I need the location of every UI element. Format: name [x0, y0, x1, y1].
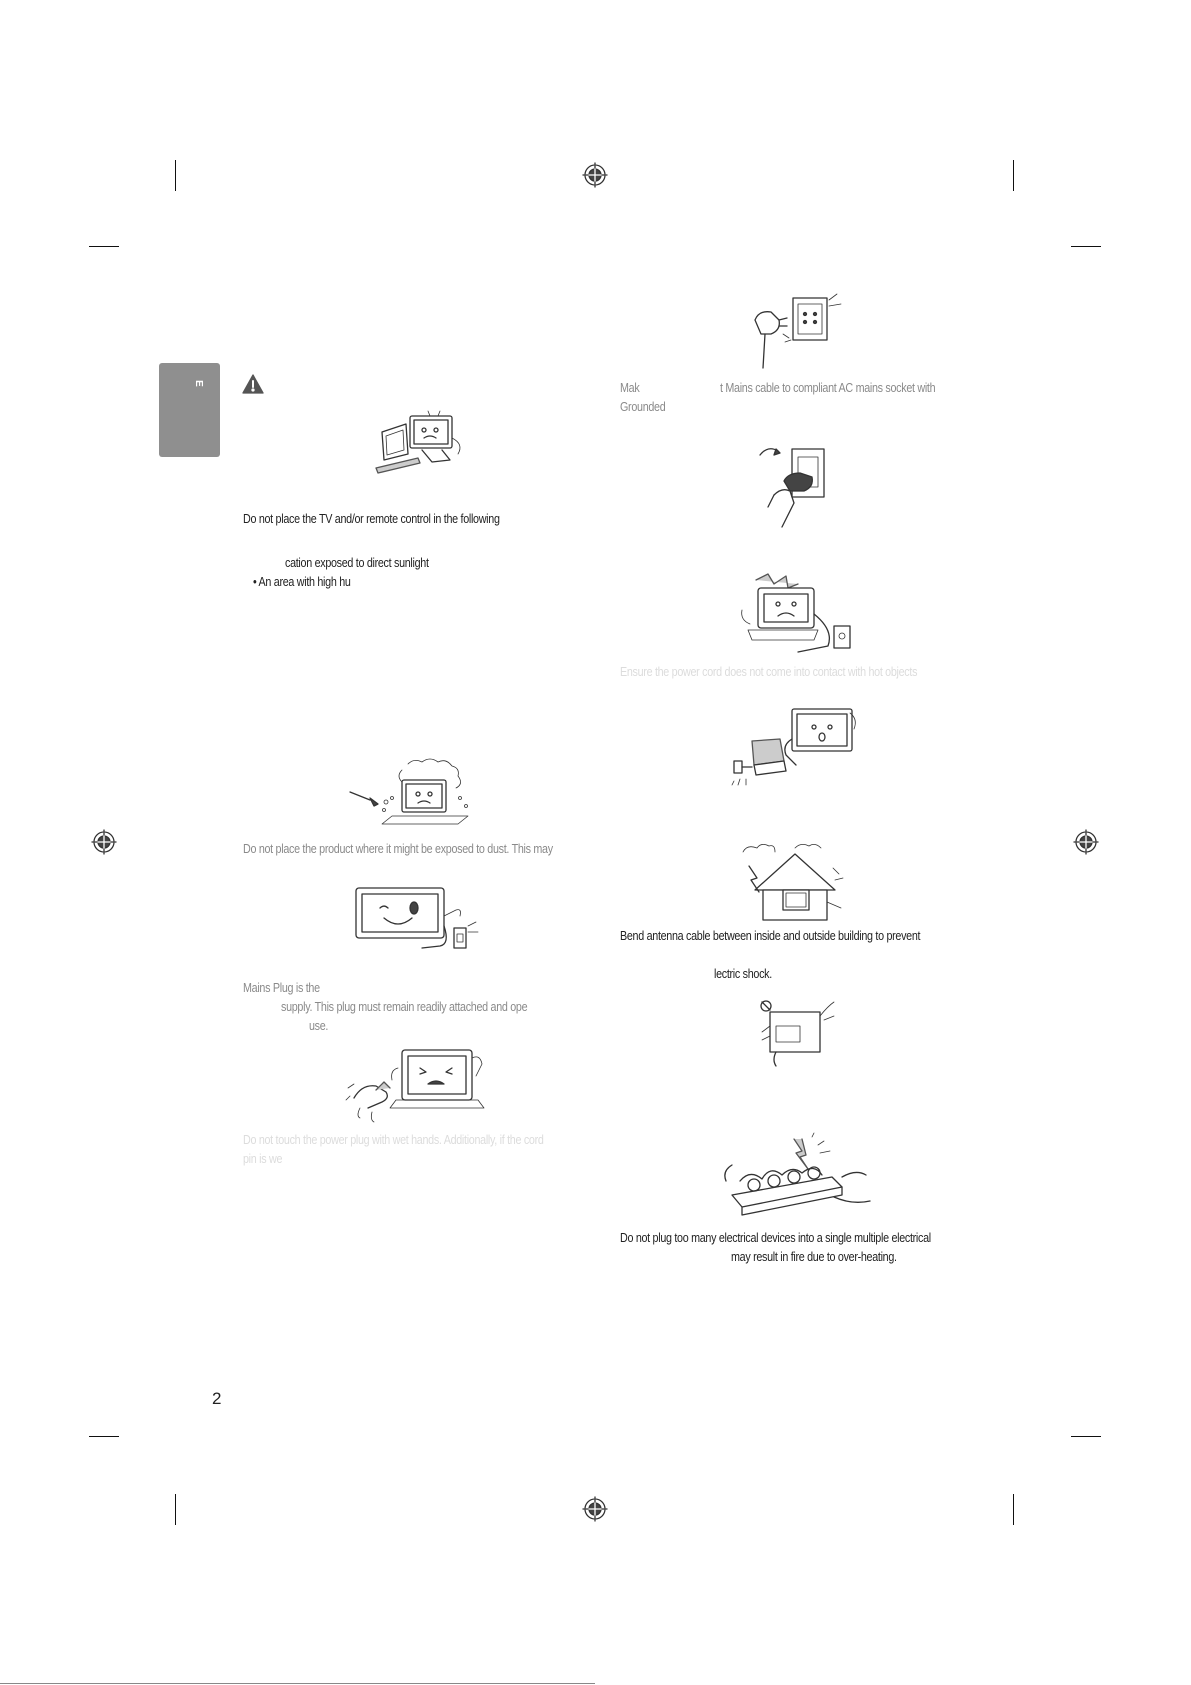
bottom-edge-line — [0, 1683, 595, 1684]
crop-mark — [1013, 160, 1014, 191]
hand-unplug-illustration — [759, 448, 825, 528]
paragraph-mains-plug-line1: Mains Plug is the — [243, 981, 320, 995]
crop-mark — [89, 1436, 119, 1437]
tv-dust-illustration — [349, 758, 469, 825]
tv-wet-hands-illustration — [345, 1049, 485, 1123]
paragraph-wet-hands-line2: pin is we — [243, 1152, 283, 1166]
grounded-socket-illustration — [754, 293, 842, 369]
language-tab — [159, 363, 220, 457]
paragraph-multiple-devices-line2: may result in fire due to over-heating. — [731, 1250, 897, 1264]
paragraph-placement-warning: Do not place the TV and/or remote contro… — [243, 512, 500, 526]
crop-mark — [1071, 246, 1101, 247]
paragraph-dust: Do not place the product where it might … — [243, 842, 553, 856]
registration-mark-icon — [582, 1496, 608, 1522]
warning-triangle-icon — [242, 374, 264, 394]
paragraph-multiple-devices-line1: Do not plug too many electrical devices … — [620, 1231, 931, 1245]
power-strip-overload-illustration — [724, 1132, 871, 1216]
crop-mark — [1013, 1494, 1014, 1525]
language-tab-letter: E — [192, 380, 204, 387]
paragraph-grounded-line1b: t Mains cable to compliant AC mains sock… — [720, 381, 936, 395]
registration-mark-icon — [582, 162, 608, 188]
registration-mark-icon — [91, 829, 117, 855]
paragraph-humidity: • An area with high hu — [253, 575, 351, 589]
tv-heater-illustration — [731, 708, 856, 786]
registration-mark-icon — [1073, 829, 1099, 855]
tv-back-cable-illustration — [760, 1000, 835, 1067]
house-antenna-illustration — [742, 844, 844, 921]
paragraph-electric-shock: lectric shock. — [714, 967, 772, 981]
tv-hot-cord-illustration — [741, 573, 851, 653]
paragraph-sunlight: cation exposed to direct sunlight — [285, 556, 429, 570]
crop-mark — [1071, 1436, 1101, 1437]
paragraph-mains-plug-line2: supply. This plug must remain readily at… — [281, 1000, 528, 1014]
tv-remote-illustration — [375, 410, 461, 474]
crop-mark — [175, 1494, 176, 1525]
tv-mains-plug-illustration — [355, 887, 479, 949]
paragraph-grounded-line2: Grounded — [620, 400, 666, 414]
paragraph-mains-plug-line3: use. — [309, 1019, 329, 1033]
paragraph-antenna: Bend antenna cable between inside and ou… — [620, 929, 921, 943]
paragraph-grounded-line1a: Mak — [620, 381, 640, 395]
page-number: 2 — [212, 1389, 222, 1408]
crop-mark — [175, 160, 176, 191]
crop-mark — [89, 246, 119, 247]
paragraph-wet-hands-line1: Do not touch the power plug with wet han… — [243, 1133, 544, 1147]
paragraph-hot-objects: Ensure the power cord does not come into… — [620, 665, 918, 679]
